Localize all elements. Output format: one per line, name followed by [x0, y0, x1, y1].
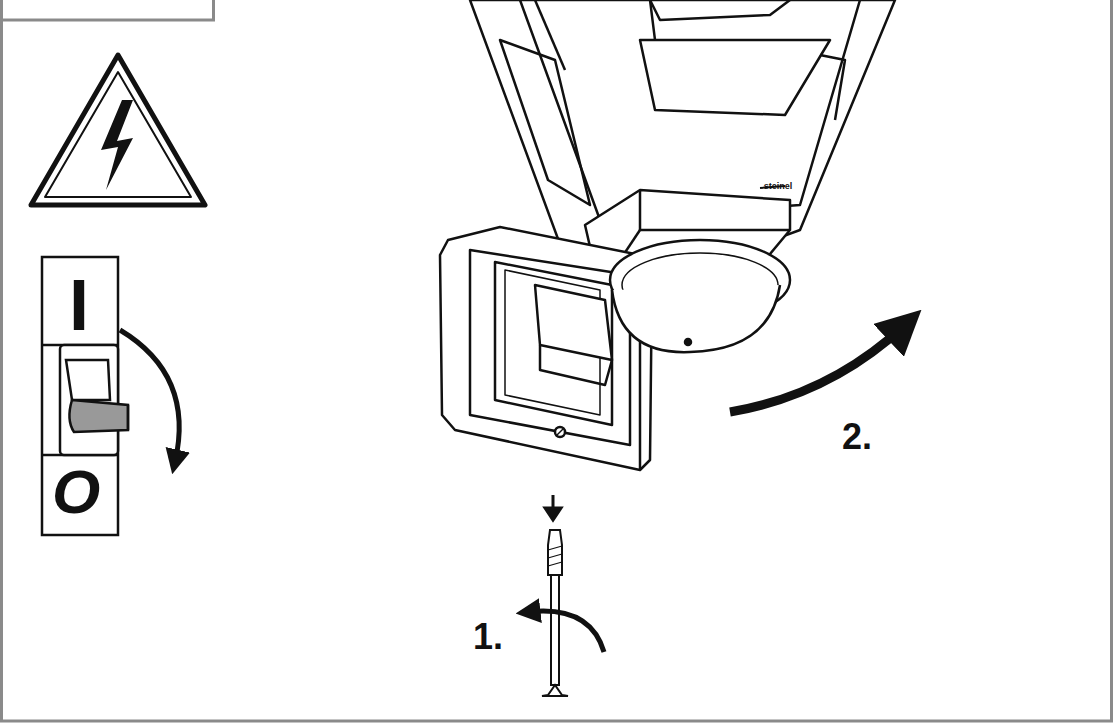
screwdriver	[528, 495, 604, 696]
sensor-dome	[610, 240, 790, 352]
switch-on-mark: I	[69, 269, 89, 341]
rotate-arrow	[730, 325, 905, 412]
header-box	[2, 0, 214, 20]
breaker-switch	[42, 257, 179, 535]
callout-number: 2.	[842, 419, 872, 455]
brand-mark: steinel	[764, 182, 793, 191]
switch-off-mark: O	[52, 461, 100, 523]
callout-number: 1.	[473, 619, 503, 655]
warning-symbol	[31, 55, 205, 205]
